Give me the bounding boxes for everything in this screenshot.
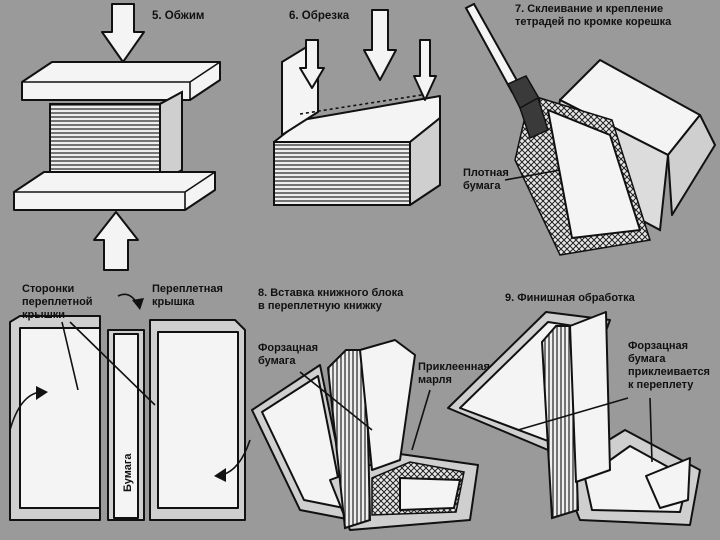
endpaper-label-2: бумага bbox=[258, 355, 296, 367]
step-5-title: 5. Обжим bbox=[152, 10, 204, 22]
finish-label-4: к переплету bbox=[628, 379, 694, 391]
cover-label-1: Переплетная bbox=[152, 283, 223, 295]
cut-arrow-left-icon bbox=[299, 39, 325, 89]
finish-label-3: приклеивается bbox=[628, 366, 710, 378]
step-6-title: 6. Обрезка bbox=[289, 10, 350, 22]
step-7-title-2: тетрадей по кромке корешка bbox=[515, 16, 672, 28]
dense-paper-label-2: бумага bbox=[463, 180, 501, 192]
finish-endpaper-corner bbox=[645, 457, 691, 509]
spine-paper-label: Бумага bbox=[122, 453, 134, 492]
step-9-finish: 9. Финишная обработка Форзацная бумага п… bbox=[447, 292, 710, 526]
finish-label-2: бумага bbox=[628, 353, 666, 365]
step-9-title: 9. Финишная обработка bbox=[505, 292, 636, 304]
step-5-press: 5. Обжим bbox=[13, 3, 221, 271]
cut-arrow-right-icon bbox=[413, 39, 437, 101]
step-6-trim: 6. Обрезка bbox=[273, 9, 441, 206]
step-8-title-2: в переплетную книжку bbox=[258, 300, 383, 312]
top-press-plate bbox=[21, 61, 221, 101]
cover-label-2: крышка bbox=[152, 296, 195, 308]
glue-brush-handle bbox=[464, 2, 522, 94]
gauze-label-1: Приклеенная bbox=[418, 361, 490, 373]
up-arrow-icon bbox=[93, 211, 139, 271]
step-cover: Бумага Сторонки переплетной крышки Переп… bbox=[9, 283, 251, 521]
dense-paper-label-1: Плотная bbox=[463, 167, 509, 179]
down-arrow-icon bbox=[101, 3, 145, 63]
finish-label-1: Форзацная bbox=[628, 340, 688, 352]
bottom-press-plate bbox=[13, 171, 216, 211]
step-7-glue: 7. Склеивание и крепление тетрадей по кр… bbox=[463, 2, 716, 256]
endpaper-label-1: Форзацная bbox=[258, 342, 318, 354]
cut-arrow-center-icon bbox=[363, 9, 397, 81]
sides-label-1: Сторонки bbox=[22, 283, 74, 295]
sides-label-2: переплетной bbox=[22, 296, 93, 308]
step-8-insert: 8. Вставка книжного блока в переплетную … bbox=[251, 287, 490, 531]
gauze-label-2: марля bbox=[418, 374, 452, 386]
step-7-title: 7. Склеивание и крепление bbox=[515, 3, 663, 15]
spine-paper-strip bbox=[113, 333, 139, 519]
step-8-title: 8. Вставка книжного блока bbox=[258, 287, 404, 299]
sides-label-3: крышки bbox=[22, 309, 65, 321]
